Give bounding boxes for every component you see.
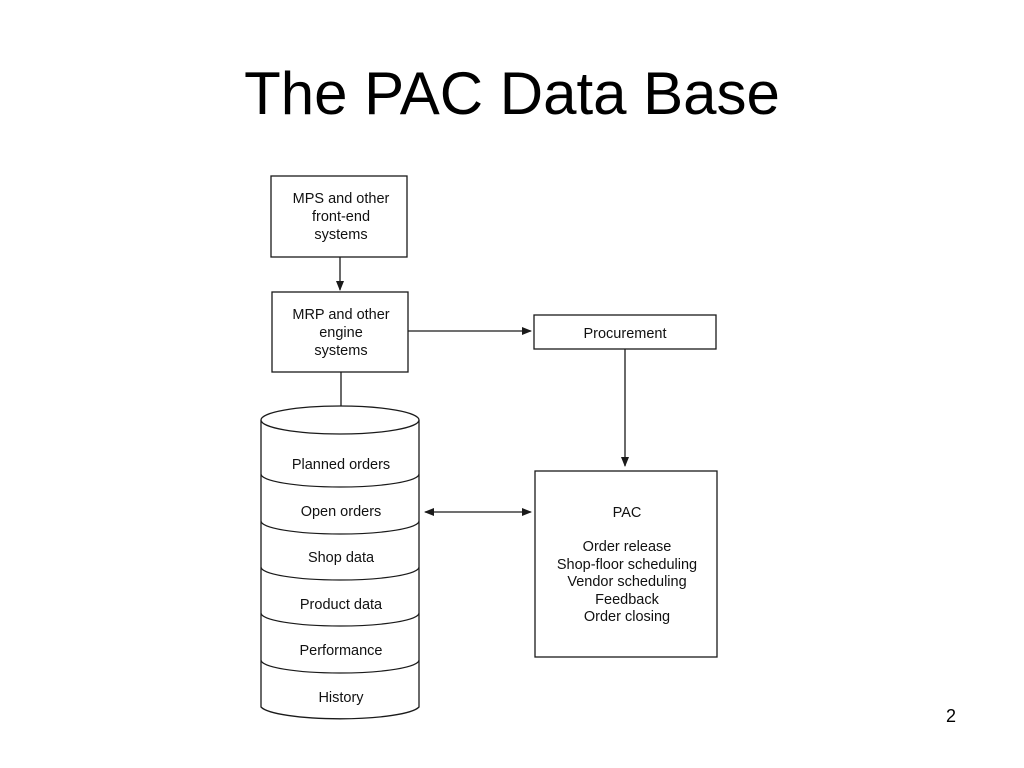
- mps-box-line-2: front-end: [312, 209, 370, 225]
- page-number: 2: [946, 706, 957, 726]
- pac-database-cylinder: Planned orders Open orders Shop data Pro…: [260, 405, 420, 720]
- procurement-box: Procurement: [533, 314, 717, 350]
- mrp-box-line-1: MRP and other: [292, 307, 389, 323]
- pac-function-order-closing: Order closing: [584, 609, 670, 625]
- database-segment-open-orders: Open orders: [301, 504, 382, 520]
- procurement-label: Procurement: [583, 326, 666, 342]
- mps-box: MPS and other front-end systems: [270, 175, 408, 258]
- database-segment-shop-data: Shop data: [308, 550, 375, 566]
- slide-title: The PAC Data Base: [244, 60, 780, 127]
- mps-box-line-1: MPS and other: [293, 191, 390, 207]
- pac-title: PAC: [613, 505, 642, 521]
- pac-function-feedback: Feedback: [595, 592, 659, 608]
- database-segment-performance: Performance: [299, 643, 382, 659]
- mps-box-line-3: systems: [314, 227, 367, 243]
- mrp-box-line-2: engine: [319, 325, 363, 341]
- database-segment-history: History: [318, 690, 364, 706]
- mrp-box: MRP and other engine systems: [271, 291, 409, 373]
- database-segment-planned-orders: Planned orders: [292, 457, 390, 473]
- database-segment-product-data: Product data: [300, 597, 383, 613]
- pac-box: PAC Order release Shop-floor scheduling …: [534, 470, 718, 658]
- pac-function-shop-floor-scheduling: Shop-floor scheduling: [557, 557, 697, 573]
- pac-function-order-release: Order release: [583, 539, 672, 555]
- mrp-box-line-3: systems: [314, 343, 367, 359]
- pac-function-vendor-scheduling: Vendor scheduling: [567, 574, 686, 590]
